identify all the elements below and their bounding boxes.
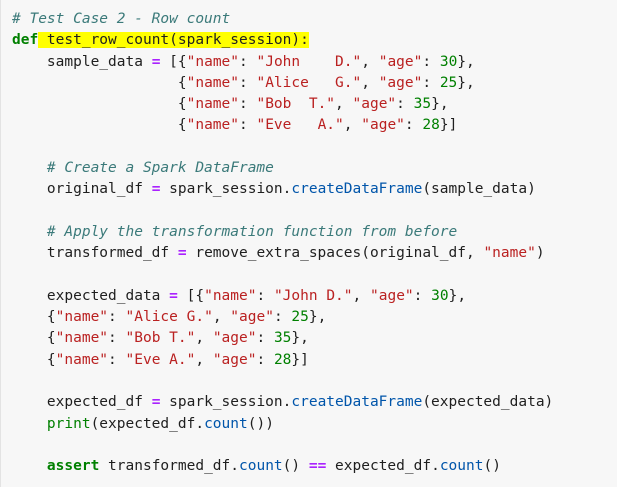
dict-key: "name"	[55, 330, 109, 347]
operator: =	[151, 53, 161, 70]
string-literal: "Eve A."	[256, 117, 344, 134]
string-literal: "John D."	[273, 287, 353, 304]
dict-key: "age"	[212, 330, 257, 347]
call-args: (expected_data)	[422, 394, 554, 411]
variable: expected_df	[46, 394, 143, 411]
operator: =	[177, 245, 187, 262]
number-literal: 35	[413, 96, 432, 113]
code-line: transformed_df = remove_extra_spaces(ori…	[12, 243, 617, 264]
dict-key: "name"	[186, 96, 239, 113]
code-line: # Test Case 2 - Row count	[12, 9, 617, 30]
keyword-assert: assert	[46, 458, 100, 475]
method-call: count	[204, 415, 248, 432]
blank-line	[12, 265, 617, 286]
code-line: {"name": "Bob T.", "age": 35},	[12, 96, 449, 113]
function-call: remove_extra_spaces(original_df,	[195, 245, 484, 262]
code-line: # Create a Spark DataFrame	[12, 158, 617, 179]
dict-key: "name"	[55, 309, 109, 326]
code-line: def test_row_count(spark_session):	[12, 30, 617, 51]
code-line: {"name": "Alice G.", "age": 25},	[12, 74, 475, 91]
comment: # Test Case 2 - Row count	[12, 11, 231, 27]
code-line: {"name": "Eve A.", "age": 28}]	[12, 117, 458, 134]
string-literal: "Bob T."	[256, 96, 336, 113]
call-close: )	[535, 245, 545, 262]
code-line: {"name": "Bob T.", "age": 35},	[12, 330, 309, 347]
number-literal: 25	[439, 74, 458, 91]
method-call: createDataFrame	[291, 394, 423, 411]
number-literal: 28	[422, 117, 440, 134]
code-line: {"name": "Eve A.", "age": 28}]	[12, 351, 309, 368]
dict-key: "age"	[370, 287, 414, 304]
call-close: ()	[282, 458, 309, 475]
method-call: count	[439, 458, 484, 475]
code-line: assert transformed_df.count() == expecte…	[12, 456, 617, 477]
method-call: count	[239, 458, 283, 475]
dict-key: "name"	[186, 117, 239, 134]
blank-line	[12, 201, 617, 222]
call-close: ())	[247, 415, 274, 432]
comment: # Create a Spark DataFrame	[46, 160, 274, 177]
code-line: print(expected_df.count())	[12, 414, 617, 435]
blank-line	[12, 371, 617, 392]
keyword-def: def	[12, 32, 39, 49]
operator: =	[151, 394, 161, 411]
object-ref: spark_session.	[169, 181, 292, 198]
string-literal: "John D."	[256, 53, 362, 70]
number-literal: 25	[291, 309, 309, 326]
call-open: (expected_df.	[90, 415, 205, 432]
dict-key: "name"	[186, 74, 239, 91]
number-literal: 30	[431, 287, 449, 304]
number-literal: 30	[439, 53, 458, 70]
string-literal: "Alice G."	[256, 74, 362, 91]
string-literal: "Alice G."	[125, 309, 213, 326]
object-ref: spark_session.	[169, 394, 292, 411]
dict-key: "name"	[55, 351, 109, 368]
dict-key: "name"	[204, 287, 257, 304]
expression: transformed_df.	[99, 458, 239, 475]
code-line: expected_data = [{"name": "John D.", "ag…	[46, 287, 467, 304]
builtin-print: print	[46, 415, 91, 432]
dict-key: "age"	[378, 53, 423, 70]
code-line: # Apply the transformation function from…	[12, 222, 617, 243]
dict-key: "age"	[352, 96, 397, 113]
operator: =	[169, 287, 178, 304]
code-line: sample_data = [{"name": "John D.", "age"…	[46, 53, 475, 70]
dict-key: "name"	[186, 53, 240, 70]
variable: sample_data	[46, 53, 143, 70]
operator: ==	[308, 458, 327, 475]
variable: transformed_df	[46, 245, 170, 262]
number-literal: 35	[273, 330, 292, 347]
dict-key: "age"	[378, 74, 423, 91]
blank-line	[12, 435, 617, 456]
expression: expected_df.	[326, 458, 440, 475]
call-args: (sample_data)	[422, 181, 536, 198]
variable: original_df	[46, 181, 143, 198]
variable: expected_data	[46, 287, 161, 304]
comment: # Apply the transformation function from…	[46, 223, 458, 240]
method-call: createDataFrame	[291, 181, 423, 198]
operator: =	[151, 181, 161, 198]
code-line: expected_df = spark_session.createDataFr…	[12, 392, 617, 413]
call-close: ()	[483, 458, 501, 475]
blank-line	[12, 137, 617, 158]
string-literal: "Bob T."	[125, 330, 196, 347]
string-literal: "Eve A."	[125, 351, 196, 368]
dict-key: "age"	[212, 351, 257, 368]
code-line: {"name": "Alice G.", "age": 25},	[12, 309, 327, 326]
dict-key: "age"	[361, 117, 405, 134]
dict-key: "age"	[230, 309, 274, 326]
string-literal: "name"	[483, 245, 536, 262]
code-line: original_df = spark_session.createDataFr…	[12, 179, 617, 200]
function-signature: test_row_count(spark_session):	[38, 32, 309, 49]
number-literal: 28	[273, 351, 292, 368]
